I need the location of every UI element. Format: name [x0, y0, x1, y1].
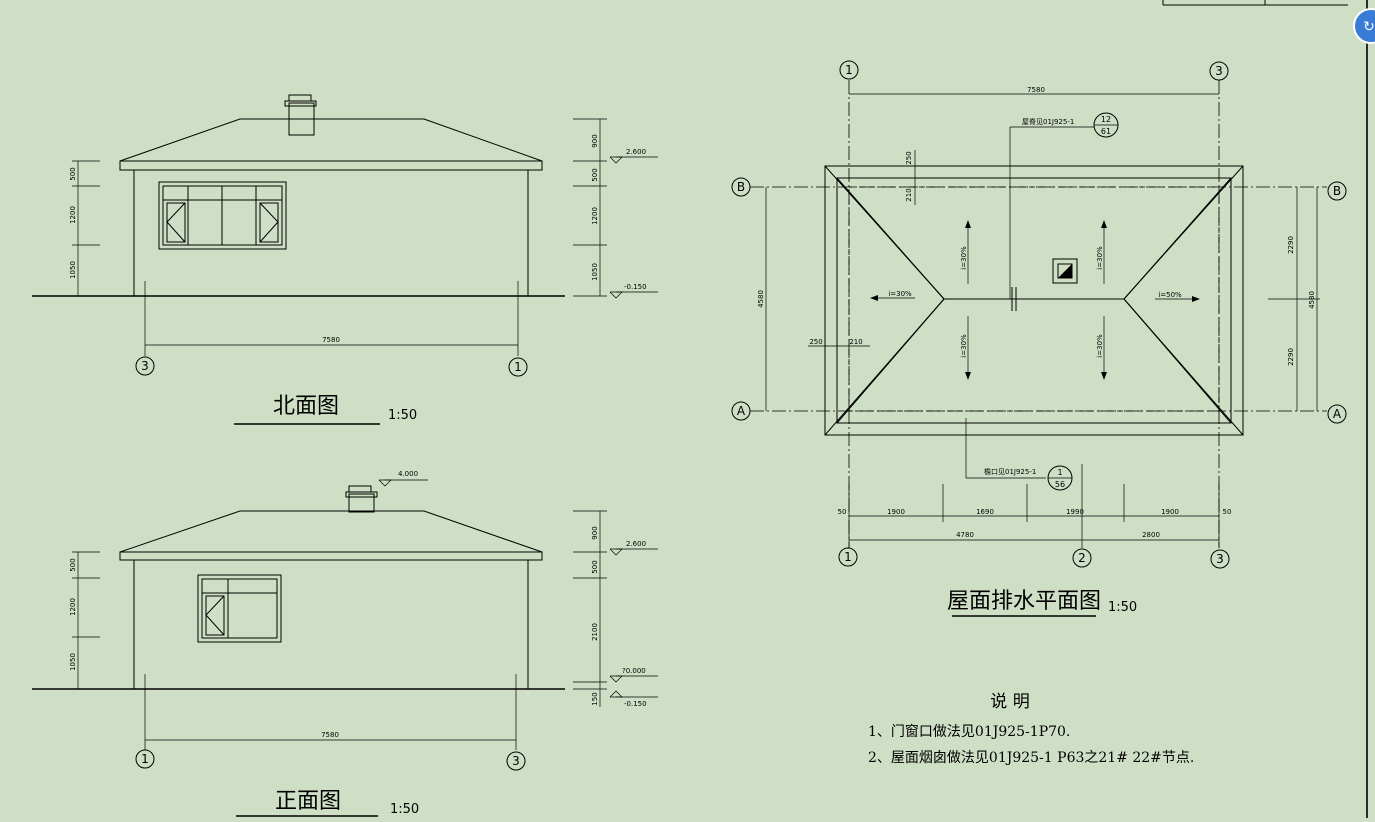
- front-right-dim-2: 500: [591, 560, 599, 573]
- front-right-dim-4: 150: [591, 692, 599, 705]
- roof-right-upper-dim: 2290: [1287, 236, 1295, 254]
- front-level-eave: 2.600: [626, 540, 646, 548]
- slope-label-2: i=30%: [1096, 246, 1104, 270]
- chimney-symbol: [1052, 258, 1078, 284]
- front-elevation-scale: 1:50: [390, 802, 419, 817]
- north-level-top: 2.600: [626, 148, 646, 156]
- bottom-dim-total-right: 2800: [1142, 531, 1160, 539]
- slope-label-4: i=50%: [1158, 291, 1182, 299]
- roof-right-total-dim: 4580: [1308, 291, 1316, 309]
- north-window: [158, 181, 287, 250]
- roof-plan: 1 3 7580 B A B A 4580 250 210 250 210 22…: [731, 60, 1347, 617]
- slope-label-5: i=30%: [960, 334, 968, 358]
- slope-label-3: i=30%: [888, 290, 912, 298]
- bottom-dim-2: 1900: [887, 508, 905, 516]
- slope-label-1: i=30%: [960, 246, 968, 270]
- ridge-note: 屋脊见01J925-1: [1022, 117, 1074, 126]
- front-right-dim-3: 2100: [591, 623, 599, 641]
- bottom-dim-3: 1690: [976, 508, 994, 516]
- bottom-dim-6: 50: [1223, 508, 1232, 516]
- notes-heading: 说 明: [990, 692, 1029, 712]
- front-elevation: 500 1200 1050 900 500 2100 150 4.000 2.6…: [32, 470, 658, 817]
- front-axis-right: 3: [512, 754, 520, 768]
- roof-wall-top-dim: 210: [905, 188, 913, 201]
- north-right-dim-1: 900: [591, 134, 599, 147]
- north-axis-right: 1: [514, 360, 522, 374]
- roof-plan-scale: 1:50: [1108, 600, 1137, 615]
- north-elevation-title: 北面图: [273, 394, 339, 419]
- ridge-ref-den: 61: [1101, 127, 1111, 136]
- roof-eave-outline: [824, 165, 1244, 436]
- north-right-dim-4: 1050: [591, 263, 599, 281]
- north-elevation-scale: 1:50: [388, 408, 417, 423]
- front-elevation-title: 正面图: [275, 789, 341, 814]
- north-elevation: 500 1200 1050 900 500 1200 1050 2.600 -0…: [32, 94, 658, 425]
- bottom-dim-5: 1900: [1161, 508, 1179, 516]
- north-level-ground: -0.150: [624, 283, 647, 291]
- north-right-dim-2: 500: [591, 168, 599, 181]
- roof-axis-b-left: B: [737, 180, 745, 194]
- wall-line: [848, 186, 1220, 412]
- roof-axis-b-right: B: [1333, 184, 1341, 198]
- roof-axis-bottom-1: 1: [844, 550, 852, 564]
- front-level-floor: ?0.000: [622, 667, 646, 675]
- chimney: [288, 102, 315, 136]
- roof-outline: [119, 510, 543, 553]
- roof-plan-title: 屋面排水平面图: [947, 589, 1101, 614]
- slope-label-6: i=30%: [1096, 334, 1104, 358]
- front-axis-left: 1: [141, 752, 149, 766]
- bottom-dim-4: 1990: [1066, 508, 1084, 516]
- front-left-dim-1: 500: [69, 558, 77, 571]
- roof-outline: [119, 118, 543, 162]
- roof-eave-top-dim: 250: [905, 151, 913, 164]
- eave-note: 檐口见01J925-1: [984, 467, 1036, 476]
- notes-block: 说 明 1、门窗口做法见01J925-1P70. 2、屋面烟囱做法见01J925…: [868, 692, 1194, 766]
- refresh-icon: ↻: [1363, 19, 1375, 35]
- eave-ref-num: 1: [1057, 468, 1062, 477]
- front-width-dim: 7580: [321, 731, 339, 739]
- front-window: [197, 574, 282, 643]
- roof-top-dim: 7580: [1027, 86, 1045, 94]
- note-item-1: 1、门窗口做法见01J925-1P70.: [868, 723, 1070, 740]
- roof-axis-bottom-3: 3: [1216, 552, 1224, 566]
- north-left-dim-1: 500: [69, 167, 77, 180]
- bottom-dim-total-left: 4780: [956, 531, 974, 539]
- title-block-fragment: [1162, 0, 1348, 6]
- roof-axis-top-right: 3: [1215, 64, 1223, 78]
- north-left-dim-2: 1200: [69, 206, 77, 224]
- north-right-dim-3: 1200: [591, 207, 599, 225]
- roof-right-lower-dim: 2290: [1287, 348, 1295, 366]
- north-left-dim-3: 1050: [69, 261, 77, 279]
- ridge-ref-num: 12: [1101, 115, 1111, 124]
- roof-axis-a-left: A: [737, 404, 746, 418]
- roof-axis-top-left: 1: [845, 63, 853, 77]
- bottom-dim-1: 50: [838, 508, 847, 516]
- front-level-chimney: 4.000: [398, 470, 418, 478]
- note-item-2: 2、屋面烟囱做法见01J925-1 P63之21# 22#节点.: [868, 750, 1194, 766]
- front-left-dim-2: 1200: [69, 598, 77, 616]
- front-level-ground: -0.150: [624, 700, 647, 708]
- roof-eave-left-dim: 250: [809, 338, 822, 346]
- eave-ref-den: 56: [1055, 480, 1065, 489]
- roof-axis-bottom-2: 2: [1078, 551, 1086, 565]
- front-right-dim-1: 900: [591, 526, 599, 539]
- front-left-dim-3: 1050: [69, 653, 77, 671]
- roof-axis-a-right: A: [1333, 407, 1342, 421]
- floating-action-button[interactable]: ↻: [1353, 8, 1375, 44]
- roof-wall-left-dim: 210: [849, 338, 862, 346]
- north-width-dim: 7580: [322, 336, 340, 344]
- north-axis-left: 3: [141, 359, 149, 373]
- roof-left-total-dim: 4580: [757, 290, 765, 308]
- chimney: [348, 493, 375, 513]
